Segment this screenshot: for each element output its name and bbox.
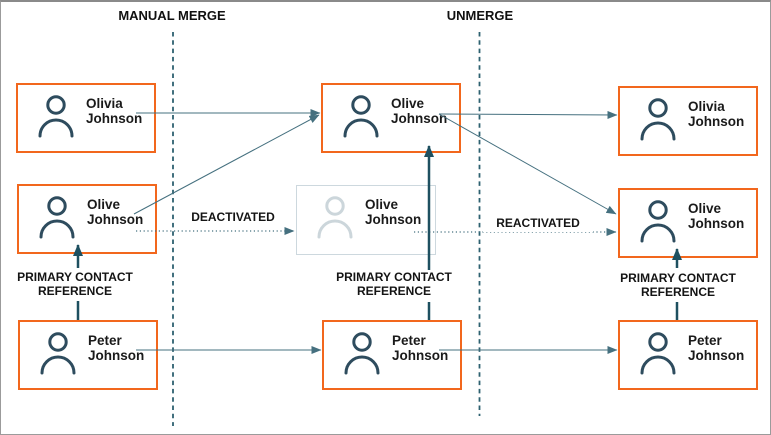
label-primary-contact-reference-middle: PRIMARY CONTACT REFERENCE bbox=[324, 270, 464, 299]
contact-card-olive-left: Olive Johnson bbox=[17, 184, 157, 254]
arrow-merged-to-olivia bbox=[438, 110, 618, 119]
person-icon bbox=[317, 196, 353, 239]
contact-card-peter-merged: Peter Johnson bbox=[322, 320, 462, 390]
contact-name: Olive Johnson bbox=[391, 96, 448, 126]
person-icon bbox=[343, 95, 379, 138]
contact-name: Peter Johnson bbox=[392, 333, 449, 363]
contact-card-olive-deactivated: Olive Johnson bbox=[296, 185, 436, 255]
contact-name: Olivia Johnson bbox=[688, 99, 745, 129]
phase-title-unmerge: UNMERGE bbox=[446, 8, 514, 23]
arrow-merged-to-olive bbox=[438, 113, 617, 215]
contact-name: Peter Johnson bbox=[88, 333, 145, 363]
contact-card-olivia-left: Olivia Johnson bbox=[16, 83, 156, 153]
contact-card-olive-merged: Olive Johnson bbox=[321, 83, 461, 153]
arrow-olive-to-merged bbox=[133, 114, 320, 215]
contact-name: Olive Johnson bbox=[87, 197, 144, 227]
label-primary-contact-reference-left: PRIMARY CONTACT REFERENCE bbox=[5, 270, 145, 299]
contact-name: Olivia Johnson bbox=[86, 96, 143, 126]
contact-card-olivia-right: Olivia Johnson bbox=[618, 86, 758, 156]
person-icon bbox=[39, 196, 75, 239]
person-icon bbox=[640, 332, 676, 375]
contact-name: Olive Johnson bbox=[688, 201, 745, 231]
label-reactivated: REACTIVATED bbox=[483, 216, 593, 232]
person-icon bbox=[344, 332, 380, 375]
contact-card-olive-right: Olive Johnson bbox=[618, 188, 758, 258]
phase-title-manual-merge: MANUAL MERGE bbox=[118, 8, 226, 23]
contact-name: Olive Johnson bbox=[365, 197, 422, 227]
person-icon bbox=[640, 98, 676, 141]
label-primary-contact-reference-right: PRIMARY CONTACT REFERENCE bbox=[608, 271, 748, 300]
contact-name: Peter Johnson bbox=[688, 333, 745, 363]
contact-card-peter-left: Peter Johnson bbox=[18, 320, 158, 390]
person-icon bbox=[40, 332, 76, 375]
person-icon bbox=[640, 200, 676, 243]
contact-card-peter-right: Peter Johnson bbox=[618, 320, 758, 390]
label-deactivated: DEACTIVATED bbox=[178, 210, 288, 226]
person-icon bbox=[38, 95, 74, 138]
